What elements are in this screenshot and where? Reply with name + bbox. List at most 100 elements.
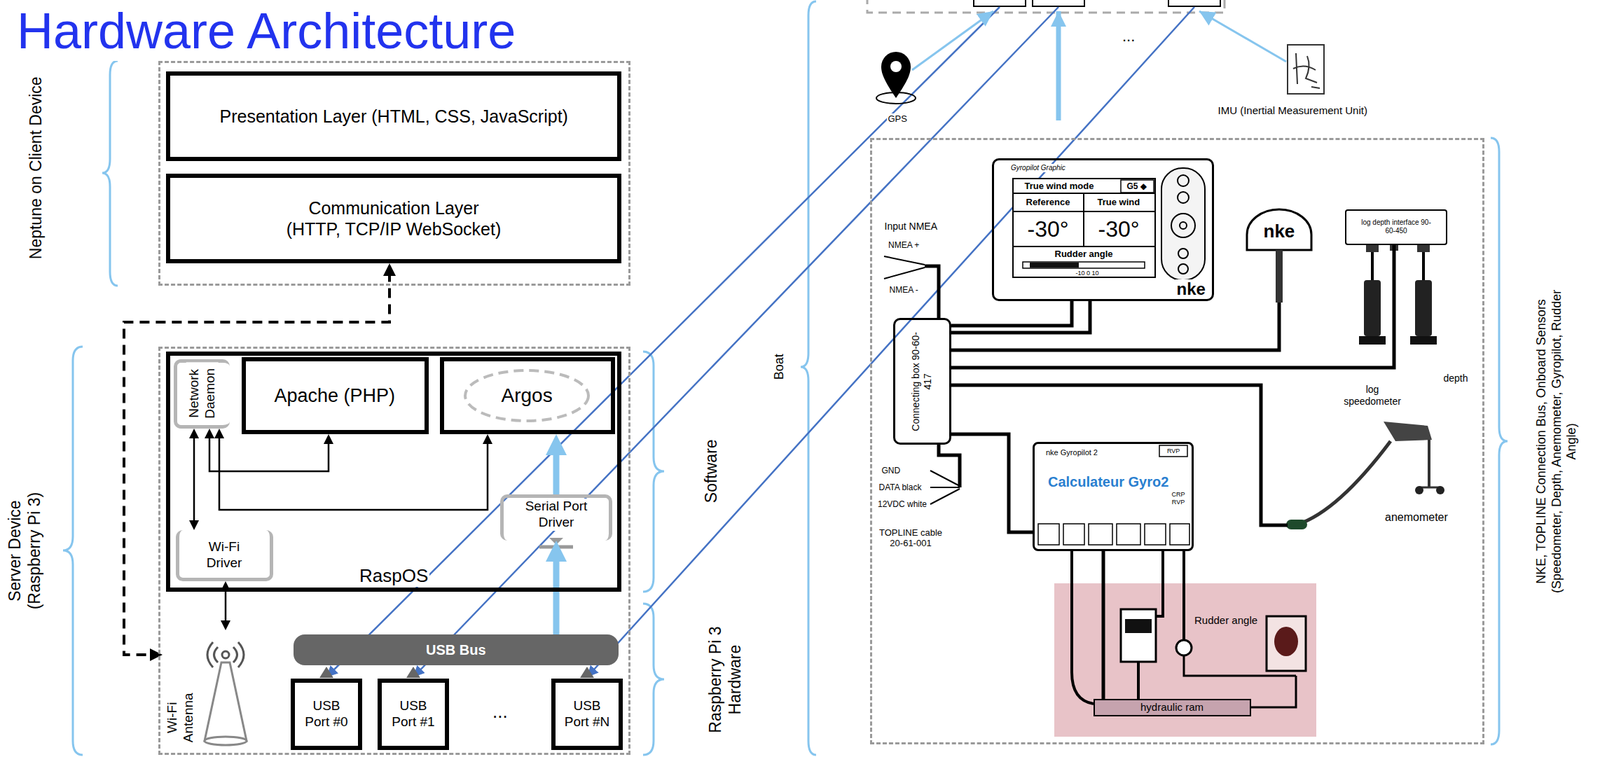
node-text: log depth interface 90-60-450 (1356, 218, 1437, 236)
label: ... (491, 701, 510, 723)
label: NMEA + (886, 240, 921, 251)
display-screen (1120, 180, 1154, 193)
node-text: Wi-Fi Driver (198, 539, 251, 572)
port-box: USB Port #0 (290, 678, 363, 751)
display-buttons (1177, 175, 1189, 187)
gps-dome (1246, 209, 1312, 251)
port-connector (319, 666, 334, 679)
connector (951, 301, 1091, 333)
bus-bar: USB Bus (293, 634, 619, 666)
display-buttons (1178, 264, 1189, 274)
driver-box: Wi-Fi Driver (175, 530, 274, 582)
node-text: Argos (500, 383, 555, 408)
signal-wire (930, 470, 960, 505)
serial-symbol (539, 545, 574, 550)
connector (1101, 551, 1106, 700)
wire (951, 301, 1072, 326)
node-text: Serial Port Driver (516, 498, 597, 531)
daemon-box: Network Daemon (173, 359, 230, 429)
label: IMU (Inertial Measurement Unit) (1216, 104, 1369, 117)
display-screen (1022, 261, 1145, 269)
connector (209, 435, 329, 472)
node-text: -10 0 10 (1074, 269, 1101, 278)
sensor-hub-box (867, 0, 1225, 13)
node-text: Gyropilot Graphic (1009, 163, 1067, 173)
display-screen (1012, 193, 1156, 247)
node-text: Network Daemon (185, 362, 218, 425)
connector (951, 245, 1395, 368)
gyro-computer: nke Gyropilot 2RVPCalculateur Gyro2CRP R… (1032, 442, 1194, 552)
brace (800, 1, 817, 756)
node-text: RVP (1165, 447, 1182, 456)
log-sensor (1410, 336, 1437, 345)
imu-icon (1293, 53, 1320, 89)
connector (123, 272, 390, 655)
display-buttons (1179, 222, 1187, 230)
source-arrow (1056, 11, 1062, 121)
label: Input NMEA (883, 220, 939, 233)
antenna-icon (204, 642, 247, 746)
label: Software (701, 437, 721, 505)
interface-box: log depth interface 90-60-450 (1345, 209, 1448, 246)
wire (924, 266, 1288, 526)
gps-icon (881, 51, 911, 99)
source-arrow (912, 11, 994, 71)
gyro-tabs (1169, 523, 1190, 546)
layer-box: Presentation Layer (HTML, CSS, JavaScrip… (166, 71, 622, 162)
label: Raspberry Pi 3 Hardware (705, 617, 744, 743)
label: NMEA - (888, 285, 920, 295)
node-text: Server Device (Raspberry Pi 3) (5, 486, 45, 616)
node-text: Reference (1024, 196, 1072, 209)
node-text: True wind (1096, 196, 1142, 209)
node-text: -30° (1026, 215, 1071, 243)
layer-box: Communication Layer (HTTP, TCP/IP WebSoc… (166, 173, 622, 264)
serial-symbol (549, 538, 564, 546)
boat-sensors-group: NKE, TOPLINE Connection Bus, Onboard Sen… (870, 138, 1485, 745)
server-device-group: Server Device (Raspberry Pi 3)RaspOSNetw… (158, 346, 631, 756)
client-device-group: Neptune on Client DevicePresentation Lay… (158, 60, 631, 286)
signal-wire (884, 256, 925, 279)
display-screen (1012, 178, 1156, 278)
anemometer-icon (1436, 486, 1445, 495)
sensor-hub-box (973, 0, 1026, 7)
antenna-icon (204, 736, 247, 746)
gps-dome (1246, 209, 1312, 303)
ram-box: hydraulic ram (1093, 699, 1252, 717)
display-buttons (1161, 168, 1205, 281)
display-buttons (1161, 168, 1205, 281)
title: Hardware Architecture (15, 0, 517, 61)
brace (63, 1, 1508, 756)
wire (951, 385, 1288, 526)
sensor-hub-box (867, 0, 1225, 13)
node-text: USB Port #0 (301, 698, 351, 731)
argos-ellipse (465, 370, 589, 422)
wire (924, 266, 939, 319)
connecting-box: Connecting box 90-60-417 (893, 318, 952, 445)
antenna-icon (222, 651, 230, 659)
anemometer-icon (1286, 519, 1308, 530)
process-box: Argos (439, 357, 616, 435)
gyro-tabs (1038, 445, 1190, 546)
node-text: Neptune on Client Device (25, 74, 46, 261)
rudder-assembly (1120, 609, 1156, 662)
brace (1490, 138, 1508, 745)
node-text: Calculateur Gyro2 (1046, 473, 1170, 491)
anemometer-icon (1415, 486, 1424, 495)
anemometer-icon (1297, 441, 1391, 525)
driver-box: Serial Port Driver (500, 494, 613, 541)
anemometer-icon (1383, 421, 1432, 442)
connector (224, 588, 227, 624)
gyro-tabs (1063, 523, 1085, 546)
node-text: NKE, TOPLINE Connection Bus, Onboard Sen… (1534, 275, 1580, 608)
label: 12VDC white (876, 499, 929, 510)
node-text: RaspOS (357, 565, 430, 588)
brace (643, 603, 665, 756)
label: log speedometer (1339, 383, 1406, 408)
log-sensor (1359, 245, 1437, 345)
brace (102, 60, 118, 286)
node-text: Rudder angle (1192, 614, 1259, 627)
node-text: hydraulic ram (1139, 701, 1205, 714)
log-sensor (1363, 280, 1381, 337)
port-box: USB Port #1 (377, 678, 450, 751)
